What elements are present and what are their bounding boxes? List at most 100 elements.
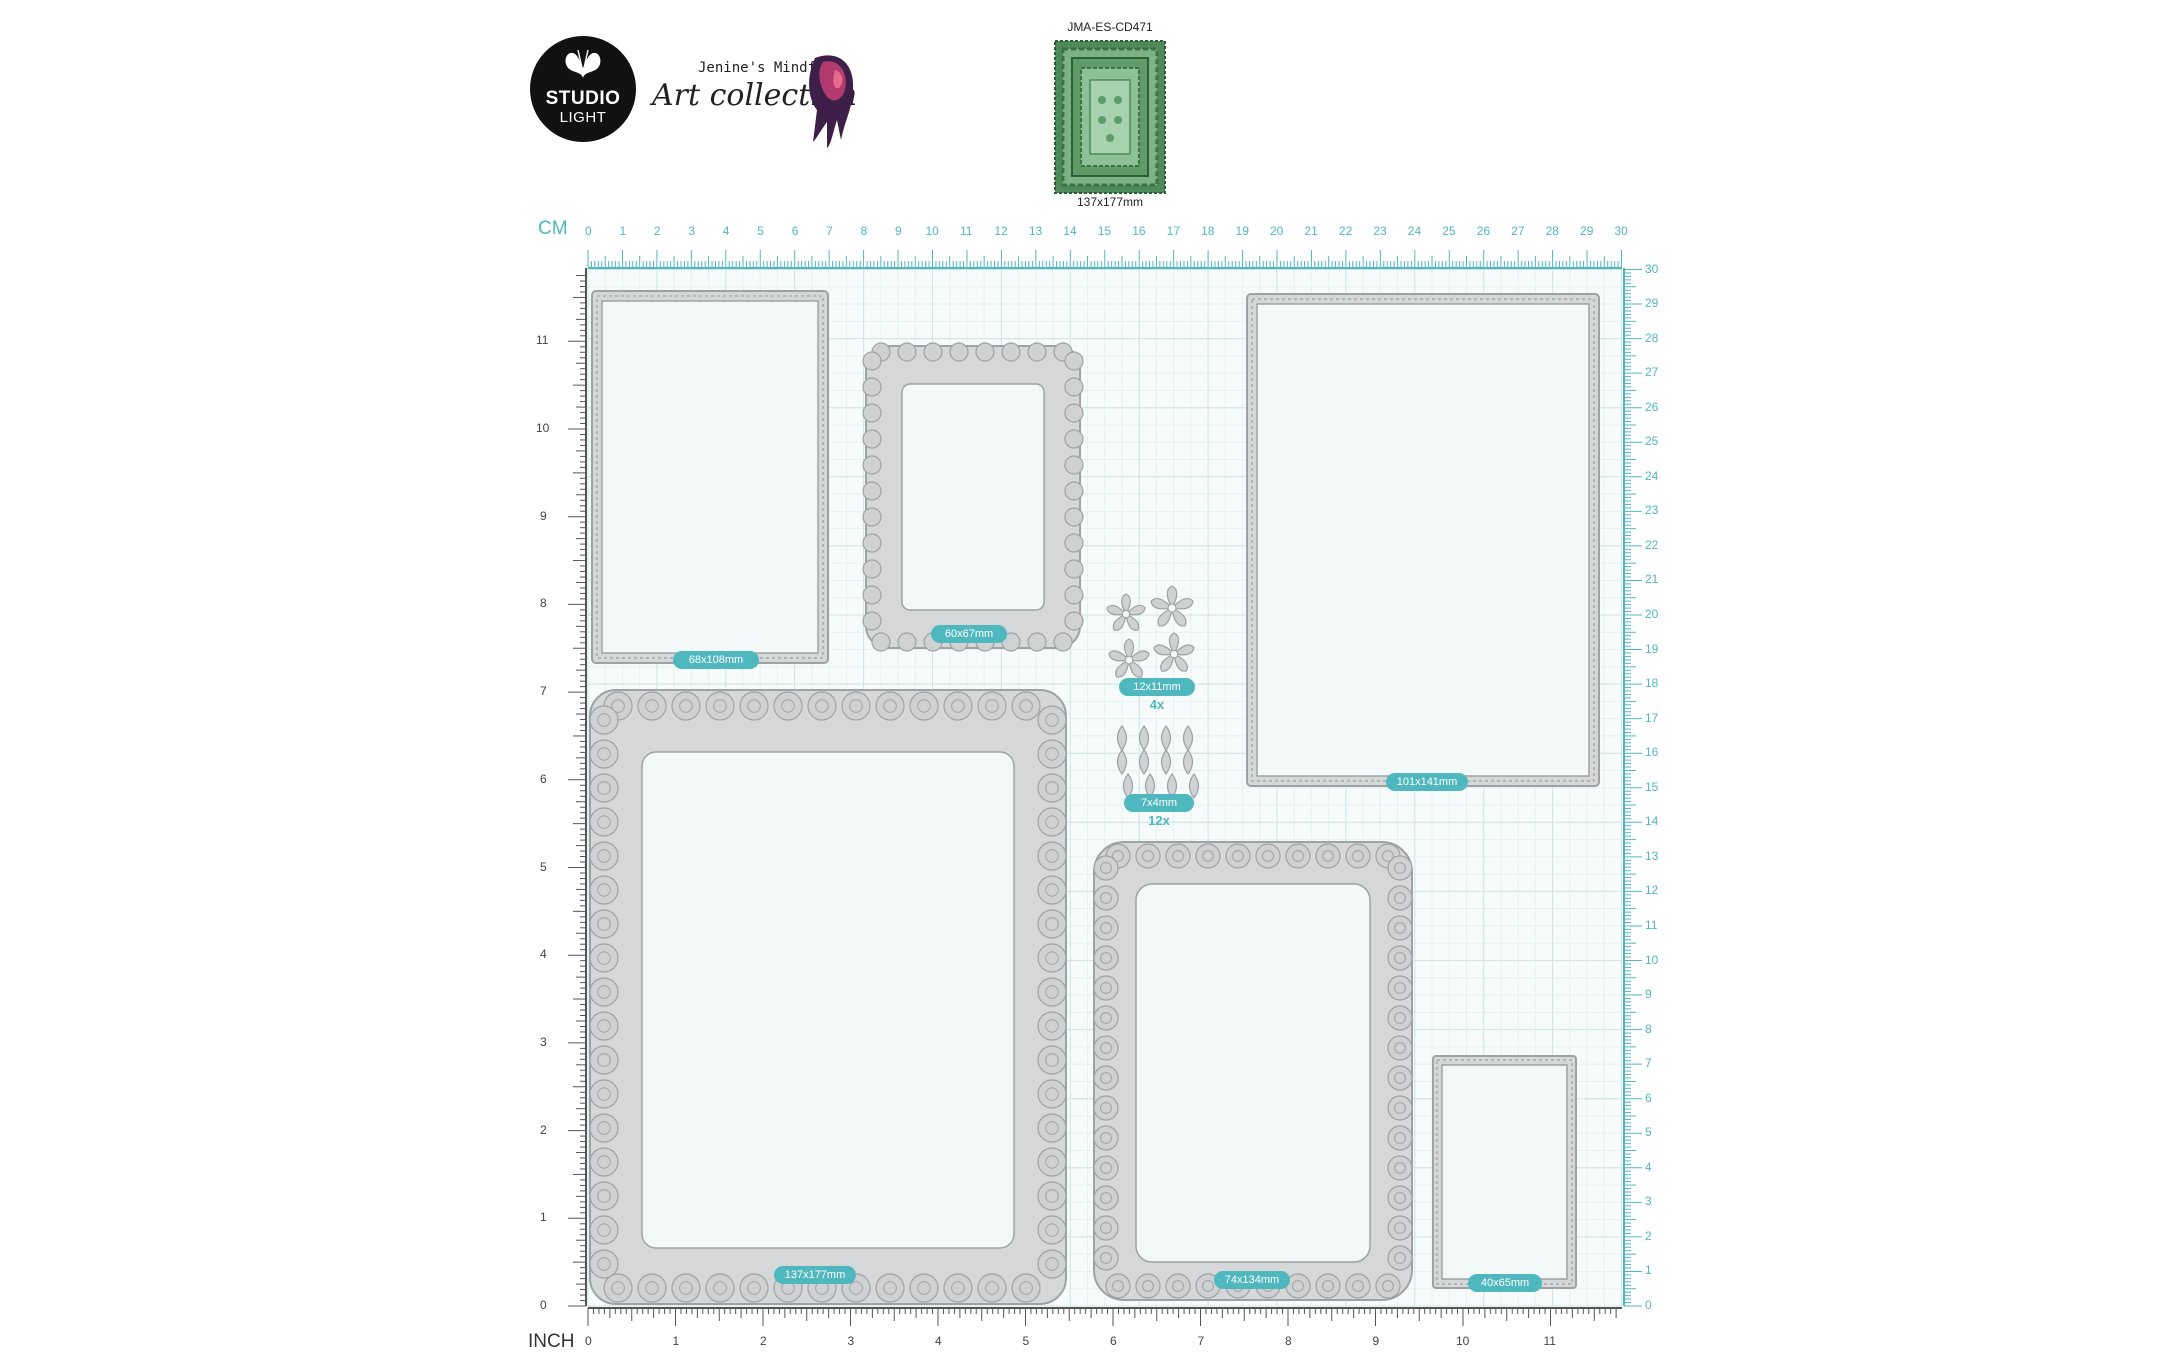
- cm-right-tick-label: 1: [1645, 1263, 1652, 1278]
- cm-right-tick-label: 5: [1645, 1125, 1652, 1140]
- cm-top-tick-label: 5: [757, 224, 764, 238]
- inch-left-tick-label: 7: [540, 684, 547, 699]
- cm-right-tick-label: 17: [1645, 710, 1659, 725]
- die-quantity-leaves: 12x: [1148, 813, 1170, 828]
- die-rectangle-68x108: [591, 290, 829, 664]
- die-label-68x108: 68x108mm: [673, 651, 759, 669]
- inch-bottom-tick-label: 5: [1022, 1334, 1030, 1348]
- inch-left-tick-label: 9: [540, 508, 547, 523]
- die-leaves-7x4: [1116, 724, 1200, 800]
- product-code: JMA-ES-CD471: [1067, 20, 1153, 34]
- die-rectangle-40x65: [1432, 1055, 1577, 1289]
- cm-top-tick-label: 15: [1097, 224, 1112, 238]
- product-size: 137x177mm: [1076, 195, 1144, 209]
- collection-line-1: Jenine's Mindful: [698, 60, 833, 76]
- cm-top-tick-label: 17: [1166, 224, 1180, 238]
- inch-left-tick-label: 6: [540, 771, 547, 786]
- die-label-12x11: 12x11mm: [1119, 678, 1195, 696]
- inch-left-tick-label: 11: [536, 333, 549, 348]
- cm-right-tick-label: 22: [1645, 537, 1659, 552]
- die-label-60x67: 60x67mm: [931, 625, 1007, 643]
- inch-ruler-left: [568, 268, 587, 1307]
- cm-top-tick-label: 16: [1132, 224, 1146, 238]
- cm-right-tick-label: 12: [1645, 883, 1659, 898]
- cm-right-tick-label: 10: [1645, 952, 1659, 967]
- inch-bottom-tick-label: 4: [935, 1334, 942, 1348]
- die-label-137x177: 137x177mm: [774, 1266, 856, 1284]
- die-label-40x65: 40x65mm: [1468, 1274, 1542, 1292]
- inch-bottom-tick-label: 6: [1110, 1334, 1117, 1348]
- inch-bottom-tick-label: 0: [585, 1334, 592, 1348]
- cm-top-tick-label: 2: [653, 224, 661, 238]
- inch-left-tick-label: 5: [540, 859, 547, 874]
- cm-top-tick-label: 30: [1614, 224, 1628, 238]
- cm-right-tick-label: 7: [1645, 1056, 1652, 1071]
- inch-bottom-tick-label: 2: [760, 1334, 767, 1348]
- cm-top-tick-label: 10: [925, 224, 939, 238]
- inch-bottom-tick-label: 11: [1543, 1334, 1556, 1348]
- die-quantity-flowers: 4x: [1149, 697, 1165, 712]
- cm-top-tick-label: 9: [895, 224, 902, 238]
- cm-top-tick-label: 11: [959, 224, 973, 238]
- cm-right-tick-label: 3: [1645, 1194, 1652, 1209]
- cm-top-tick-label: 0: [585, 224, 592, 238]
- cm-ruler-top: [587, 250, 1622, 269]
- cm-top-tick-label: 12: [994, 224, 1008, 238]
- cm-top-tick-label: 13: [1028, 224, 1043, 238]
- die-label-101x141: 101x141mm: [1386, 773, 1468, 791]
- butterfly-icon: [565, 49, 601, 78]
- cm-top-tick-label: 19: [1235, 224, 1249, 238]
- studio-light-logo: STUDIO LIGHT: [530, 36, 636, 142]
- paint-splash-icon: [809, 55, 854, 148]
- inch-bottom-tick-label: 8: [1285, 1334, 1292, 1348]
- cm-top-tick-label: 27: [1511, 224, 1525, 238]
- inch-left-tick-label: 2: [540, 1122, 547, 1137]
- logo-line-1: STUDIO: [545, 88, 621, 109]
- cm-top-tick-label: 3: [688, 224, 696, 238]
- die-floral-frame-60x67: [862, 342, 1084, 652]
- cm-right-tick-label: 20: [1645, 607, 1659, 621]
- inch-left-tick-label: 10: [536, 421, 550, 435]
- cm-right-tick-label: 4: [1645, 1159, 1652, 1174]
- cm-right-tick-label: 26: [1645, 399, 1659, 414]
- inch-bottom-tick-label: 9: [1372, 1334, 1380, 1348]
- cm-top-tick-label: 1: [619, 224, 627, 238]
- die-rectangle-101x141: [1246, 293, 1600, 787]
- cm-right-tick-label: 21: [1645, 572, 1659, 587]
- cm-right-tick-label: 2: [1645, 1228, 1652, 1243]
- inch-bottom-tick-label: 3: [847, 1334, 855, 1348]
- cm-top-tick-label: 26: [1476, 224, 1491, 238]
- cm-right-tick-label: 30: [1645, 261, 1659, 276]
- cm-right-tick-label: 9: [1645, 987, 1652, 1002]
- die-flowers-12x11: [1106, 585, 1195, 678]
- inch-unit-label: INCH: [528, 1331, 575, 1352]
- cm-top-tick-label: 23: [1373, 224, 1387, 238]
- cm-right-tick-label: 29: [1645, 296, 1659, 311]
- inch-left-tick-label: 3: [540, 1034, 547, 1049]
- cm-top-tick-label: 28: [1545, 224, 1559, 238]
- cm-top-tick-label: 6: [791, 224, 799, 238]
- collection-logo: Jenine's Mindful Art collection: [650, 40, 860, 150]
- cm-right-tick-label: 8: [1645, 1021, 1652, 1036]
- cm-right-tick-label: 13: [1645, 848, 1659, 863]
- cm-right-tick-label: 25: [1645, 434, 1659, 449]
- cm-right-tick-label: 0: [1645, 1298, 1652, 1312]
- cm-right-tick-label: 27: [1645, 365, 1659, 380]
- cm-top-tick-label: 8: [860, 224, 868, 238]
- cm-right-tick-label: 16: [1645, 745, 1659, 760]
- inch-bottom-tick-label: 1: [672, 1334, 680, 1348]
- cm-right-tick-label: 15: [1645, 779, 1659, 794]
- cm-top-tick-label: 29: [1580, 224, 1594, 238]
- die-ornate-frame-137x177: [589, 689, 1067, 1305]
- inch-left-tick-label: 4: [540, 947, 547, 962]
- cm-right-tick-label: 11: [1645, 917, 1658, 932]
- cm-right-tick-label: 19: [1645, 641, 1659, 656]
- cm-right-tick-label: 6: [1645, 1090, 1652, 1105]
- cm-top-tick-label: 18: [1201, 224, 1215, 238]
- inch-left-tick-label: 0: [540, 1298, 547, 1312]
- inch-bottom-tick-label: 7: [1197, 1334, 1205, 1348]
- cm-ruler-right: [1623, 268, 1642, 1307]
- cm-top-tick-label: 7: [826, 224, 833, 238]
- cm-right-tick-label: 28: [1645, 330, 1659, 345]
